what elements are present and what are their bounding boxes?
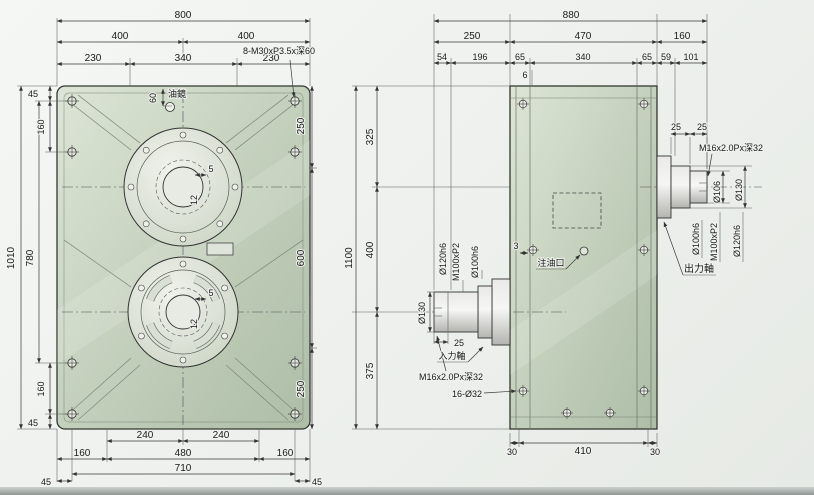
dim-54: 54 (437, 52, 447, 62)
dim-196: 196 (472, 52, 487, 62)
note-bolt-spec: 8-M30xP3.5x深60 (243, 46, 315, 56)
dim-12-bottom-circle: 12 (189, 319, 199, 329)
dim-160-bottom-left: 160 (36, 381, 46, 396)
front-view: 800 400 400 230 340 230 8-M30xP3.5x深60 油… (5, 9, 323, 488)
dim-710: 710 (175, 463, 192, 474)
dim-400-side: 400 (365, 241, 376, 258)
note-tap-output: M16x2.0Px深32 (699, 143, 763, 153)
dim-dia100h6-out: Ø100h6 (691, 223, 701, 255)
dim-1100: 1100 (344, 247, 355, 269)
arc-slots (146, 275, 220, 349)
front-dimension-texts: 800 400 400 230 340 230 8-M30xP3.5x深60 油… (5, 9, 323, 488)
label-oil-sight: 油鏡 (168, 88, 186, 99)
dim-m100-out: M100xP2 (709, 223, 719, 261)
dim-dia100h6-in: Ø100h6 (470, 246, 480, 278)
dim-375: 375 (365, 362, 376, 379)
dim-5-bottom-circle: 5 (208, 288, 213, 298)
dim-160-bottom-b: 160 (277, 448, 294, 459)
side-view: 880 250 470 160 54 196 65 340 65 59 101 … (343, 9, 764, 458)
dim-600-right: 600 (296, 249, 307, 266)
dim-160-depth: 160 (674, 31, 691, 42)
dim-230-left: 230 (85, 53, 102, 64)
dim-780: 780 (25, 249, 36, 266)
bottom-flange (127, 256, 239, 368)
dim-dia106: Ø106 (712, 181, 722, 203)
dim-25-out-b: 25 (697, 122, 707, 132)
dim-25-in: 25 (454, 338, 464, 348)
dim-59: 59 (661, 52, 671, 62)
dim-5-top-circle: 5 (208, 164, 213, 174)
dim-dia130-out: Ø130 (734, 179, 744, 201)
side-dimension-lines (352, 14, 752, 447)
dim-m100-in: M100xP2 (451, 243, 461, 281)
label-input-shaft: 入力軸 (438, 350, 465, 361)
dim-60: 60 (148, 93, 158, 103)
dim-45-bottom-left: 45 (28, 418, 38, 428)
dim-30-right: 30 (650, 447, 660, 457)
dim-6: 6 (522, 70, 527, 80)
dim-480: 480 (175, 448, 192, 459)
dim-340: 340 (175, 53, 192, 64)
dim-240-left: 240 (137, 430, 154, 441)
dim-230-right: 230 (263, 53, 280, 64)
dim-1010: 1010 (6, 246, 17, 269)
side-housing-outline (509, 85, 658, 430)
dim-160-bottom-a: 160 (74, 448, 91, 459)
note-tap-input: M16x2.0Px深32 (419, 372, 483, 382)
side-boss (206, 242, 234, 256)
dim-880: 880 (563, 10, 580, 21)
dim-45-bottom-l: 45 (41, 477, 51, 487)
dim-45-top-left: 45 (28, 89, 38, 99)
dim-800: 800 (175, 10, 192, 21)
dim-dia120h6-out: Ø120h6 (732, 225, 742, 257)
image-bottom-edge (0, 487, 814, 495)
dim-160-top-left: 160 (36, 119, 46, 134)
dim-410: 410 (575, 446, 592, 457)
oil-sight-glass (165, 102, 175, 112)
dim-250-depth: 250 (464, 31, 481, 42)
dim-340-depth: 340 (575, 52, 590, 62)
dim-3: 3 (513, 241, 518, 251)
dim-325: 325 (365, 128, 376, 145)
dim-250-right-top: 250 (296, 117, 307, 134)
oil-fill-port (579, 246, 589, 256)
label-oil-fill: 注油口 (537, 257, 564, 268)
dim-101: 101 (683, 52, 698, 62)
dim-250-right-bottom: 250 (296, 380, 307, 397)
dim-400-left: 400 (112, 31, 129, 42)
note-mounting-holes: 16-Ø32 (452, 389, 482, 399)
dim-470: 470 (575, 31, 592, 42)
dim-dia120h6-in: Ø120h6 (438, 243, 448, 275)
dim-240-right: 240 (213, 430, 230, 441)
dim-dia130-in: Ø130 (417, 302, 427, 324)
dim-400-right: 400 (238, 31, 255, 42)
dim-12-top-circle: 12 (189, 195, 199, 205)
dim-25-out-a: 25 (671, 122, 681, 132)
dim-65-back: 65 (642, 52, 652, 62)
output-shaft (640, 155, 762, 219)
dim-30-left: 30 (507, 447, 517, 457)
inspection-cover (552, 192, 602, 229)
front-dimension-lines (17, 18, 317, 483)
top-flange (123, 127, 243, 247)
front-rib-lines (63, 94, 304, 421)
dim-45-bottom-r: 45 (312, 477, 322, 487)
dim-65-front: 65 (515, 52, 525, 62)
side-dimension-texts: 880 250 470 160 54 196 65 340 65 59 101 … (343, 9, 764, 458)
label-output-shaft: 出力軸 (684, 262, 714, 275)
input-shaft (418, 278, 566, 346)
